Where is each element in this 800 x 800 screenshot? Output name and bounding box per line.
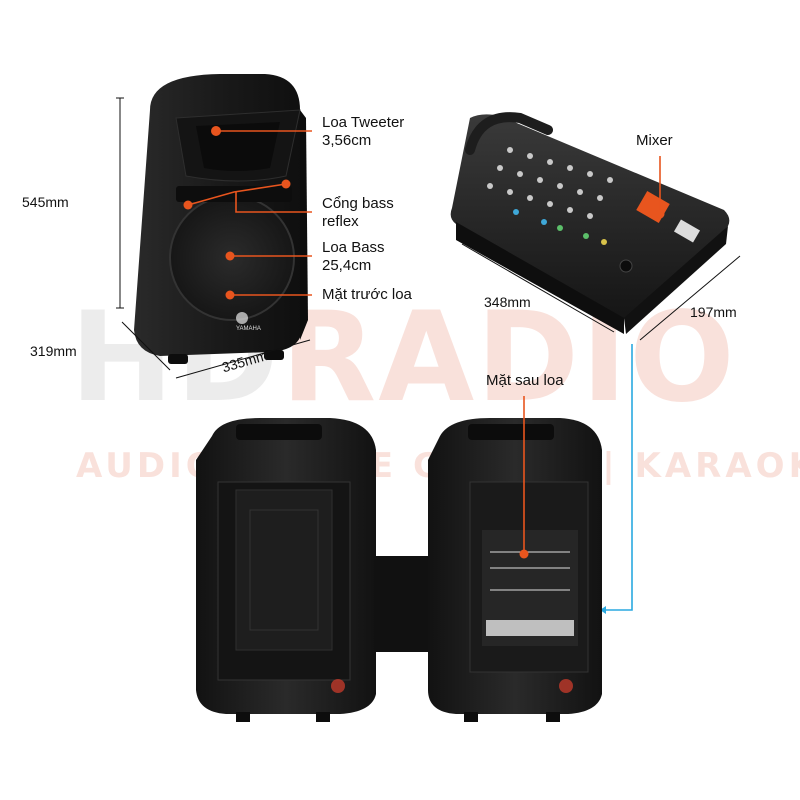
label-rear: Mặt sau loa — [486, 372, 564, 389]
speaker-dimension-lines — [116, 97, 311, 379]
dim-mixer-width: 348mm — [484, 294, 531, 310]
dim-speaker-depth: 319mm — [30, 343, 77, 359]
yamaha-badge-icon — [236, 312, 248, 324]
label-tweeter-size: 3,56cm — [322, 132, 372, 149]
rear-speaker-left — [196, 418, 376, 722]
callout-dots — [183, 126, 291, 300]
mixer-unit — [450, 112, 730, 334]
label-front: Mặt trước loa — [322, 286, 412, 303]
label-bass-size: 25,4cm — [322, 257, 372, 274]
watermark-radio: RADIO — [280, 286, 737, 430]
front-callouts — [187, 130, 312, 296]
mixer-link-line — [606, 344, 633, 611]
label-tweeter: Loa Tweeter — [322, 114, 405, 131]
label-bass: Loa Bass — [322, 239, 385, 256]
speaker-brand-logo: YAMAHA — [236, 326, 261, 332]
dim-speaker-height: 545mm — [22, 194, 69, 210]
mixer-dimension-lines — [461, 243, 741, 341]
label-mixer: Mixer — [636, 132, 673, 149]
label-bass-port: Cổng bass — [322, 195, 394, 212]
label-bass-port-2: reflex — [322, 213, 359, 230]
rear-speaker-right — [428, 418, 602, 722]
dim-mixer-depth: 197mm — [690, 304, 737, 320]
speaker-connector — [374, 556, 432, 652]
front-speaker — [134, 74, 308, 364]
